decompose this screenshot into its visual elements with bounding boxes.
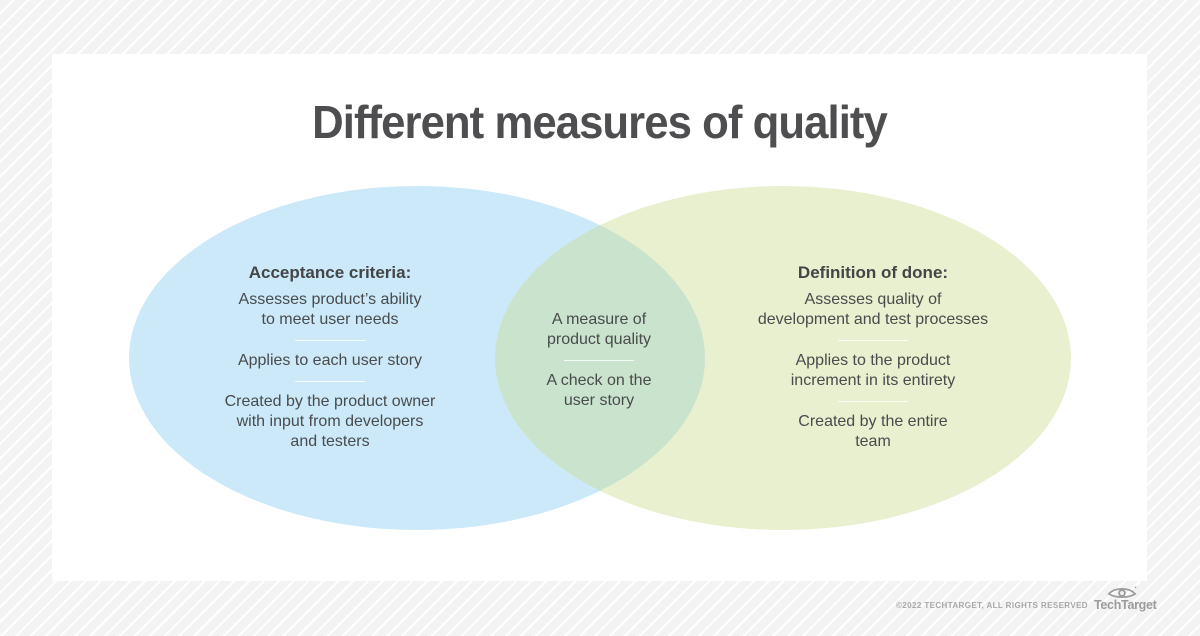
eye-icon (1107, 586, 1137, 598)
divider (564, 360, 634, 361)
brand-wordmark: TechTarget (1094, 598, 1157, 612)
overlap-item: A measure of product quality (546, 311, 652, 348)
page-title: Different measures of quality (312, 96, 888, 148)
divider (295, 381, 365, 382)
definition-of-done-item: Applies to the product increment in its … (790, 352, 956, 389)
definition-of-done-section: Definition of done: Assesses quality of … (723, 263, 1023, 452)
divider (295, 340, 365, 341)
acceptance-criteria-item: Applies to each user story (237, 352, 423, 369)
divider (838, 340, 908, 341)
overlap-section: A measure of product quality A check on … (529, 310, 669, 411)
acceptance-criteria-section: Acceptance criteria: Assesses product’s … (196, 263, 464, 452)
acceptance-criteria-item: Assesses product’s ability to meet user … (238, 291, 422, 328)
definition-of-done-heading: Definition of done: (797, 263, 949, 282)
acceptance-criteria-item: Created by the product owner with input … (224, 393, 436, 450)
overlap-region (495, 186, 705, 530)
copyright-text: ©2022 TECHTARGET, ALL RIGHTS RESERVED (896, 601, 1088, 610)
acceptance-criteria-heading: Acceptance criteria: (248, 263, 412, 282)
definition-of-done-item: Assesses quality of development and test… (757, 291, 989, 328)
overlap-item: A check on the user story (546, 372, 652, 409)
divider (838, 401, 908, 402)
definition-of-done-item: Created by the entire team (798, 413, 948, 450)
techtarget-logo: TechTarget (1094, 586, 1157, 612)
